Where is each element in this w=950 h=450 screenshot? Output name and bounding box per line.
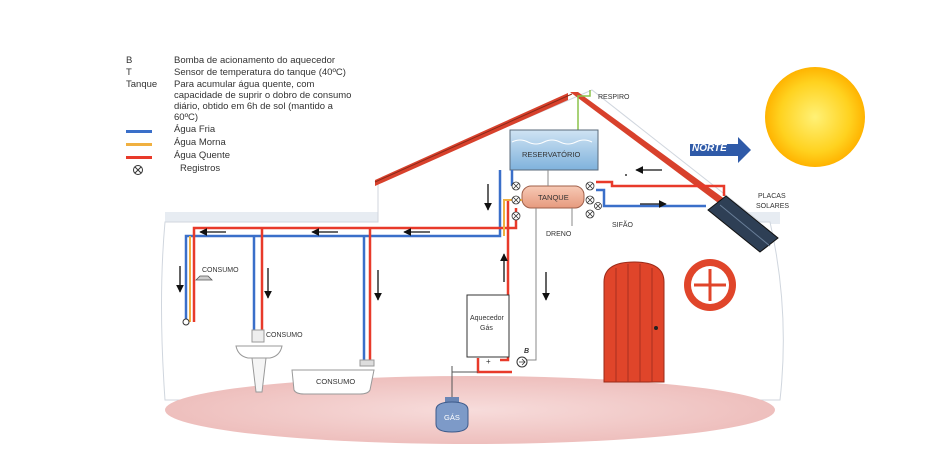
- valve-icon: [585, 195, 595, 205]
- sink: [235, 329, 283, 393]
- legend-line-hot: Água Quente: [126, 149, 360, 163]
- dreno-label: DRENO: [546, 231, 572, 238]
- legend-text: Para acumular água quente, com capacidad…: [174, 78, 352, 123]
- pump-arrow-icon: [519, 358, 526, 366]
- placas-label-1: PLACAS: [758, 193, 786, 200]
- door: [603, 261, 665, 383]
- legend: B Bomba de acionamento do aquecedor T Se…: [126, 55, 360, 180]
- legend-registros: Registros: [126, 162, 360, 180]
- legend-item-b: B Bomba de acionamento do aquecedor: [126, 55, 360, 67]
- shower: [182, 275, 213, 326]
- cold-pipes: [184, 170, 706, 360]
- consumo-sink-label: CONSUMO: [266, 332, 303, 339]
- aquecedor-label-1: Aquecedor: [470, 315, 505, 322]
- valve-icon: [594, 202, 602, 210]
- sifao-label: SIFÃO: [612, 220, 634, 229]
- warm-line-swatch: [126, 142, 152, 146]
- legend-text: Água Fria: [174, 123, 216, 135]
- valve-icon: [585, 209, 595, 219]
- legend-text: Sensor de temperatura do tanque (40ºC): [174, 66, 346, 78]
- bomba-label: B: [524, 348, 529, 355]
- plus-label: +: [486, 357, 491, 366]
- legend-key: Tanque: [126, 78, 158, 90]
- gas-pipe-2: [451, 366, 478, 373]
- consumo-shower-label: CONSUMO: [202, 267, 239, 274]
- legend-item-t: T Sensor de temperatura do tanque (40ºC): [126, 66, 360, 79]
- roof-ridge: [374, 93, 573, 183]
- consumo-tub-label: CONSUMO: [316, 377, 355, 386]
- solar-panels: [707, 195, 779, 253]
- placas-label-2: SOLARES: [756, 203, 789, 210]
- flow-arrows: [176, 166, 667, 301]
- water-wave: [511, 139, 593, 145]
- legend-key: B: [126, 55, 133, 66]
- valves: [511, 181, 602, 221]
- gas-cylinder: [435, 397, 469, 433]
- legend-text: Água Quente: [174, 149, 230, 161]
- legend-text: Registros: [180, 162, 221, 174]
- valve-icon: [511, 195, 521, 205]
- tanque: [521, 185, 585, 209]
- reservatorio: [509, 129, 599, 171]
- bathtub: [291, 359, 375, 395]
- norte-label: NORTE: [692, 143, 727, 154]
- roof-left: [375, 93, 568, 186]
- sun: [765, 67, 865, 167]
- north-arrow: [690, 137, 751, 163]
- respiro-label: RESPIRO: [598, 94, 630, 101]
- round-window: [684, 259, 736, 311]
- valve-icon: [511, 181, 521, 191]
- cold-line-swatch: [126, 129, 152, 133]
- legend-text: Bomba de acionamento do aquecedor: [174, 55, 336, 66]
- valve-icon: [511, 211, 521, 221]
- aquecedor-gas: [466, 294, 510, 358]
- gas-label: GÁS: [444, 413, 460, 422]
- reservatorio-label: RESERVATÓRIO: [522, 150, 581, 159]
- aquecedor-label-2: Gás: [480, 325, 493, 332]
- valve-icon: [585, 181, 595, 191]
- legend-key: T: [126, 66, 132, 78]
- respiro-pipe: [577, 90, 591, 132]
- legend-line-warm: Água Morna: [126, 136, 360, 150]
- legend-item-tanque: Tanque Para acumular água quente, com ca…: [126, 78, 360, 124]
- hot-line-swatch: [126, 155, 152, 159]
- legend-text: Água Morna: [174, 136, 226, 148]
- valve-icon: [133, 164, 143, 175]
- legend-line-cold: Água Fria: [126, 123, 360, 137]
- hot-pipes: [192, 180, 726, 374]
- tanque-label: TANQUE: [538, 193, 569, 202]
